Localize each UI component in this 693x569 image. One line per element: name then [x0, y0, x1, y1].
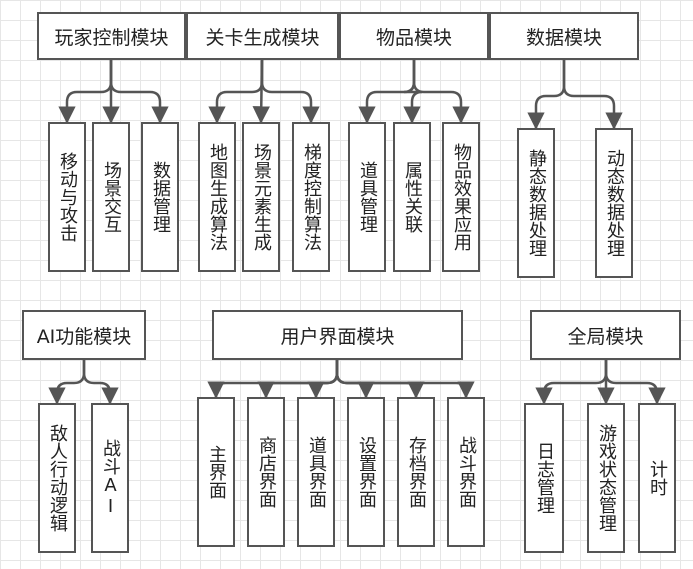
node-shop-screen: 商店界面 [247, 397, 285, 547]
node-main-screen: 主界面 [197, 397, 235, 547]
connector-arrow [562, 60, 623, 130]
connector-arrow [307, 360, 339, 399]
connector-arrow [109, 60, 169, 124]
connector-arrow [335, 360, 475, 399]
node-timer: 计时 [638, 403, 676, 553]
node-item-screen: 道具界面 [297, 397, 335, 547]
node-battle-ai: 战斗AI [91, 403, 129, 553]
node-map-generation: 地图生成算法 [198, 122, 236, 272]
node-item-management: 道具管理 [348, 122, 386, 272]
node-label: 静态数据处理 [526, 149, 547, 257]
node-gradient-control: 梯度控制算法 [292, 122, 330, 272]
node-label: 日志管理 [534, 442, 555, 514]
connector-arrow [335, 360, 375, 399]
node-settings-screen: 设置界面 [347, 397, 385, 547]
connector-arrow [48, 360, 86, 405]
connector-arrow [82, 360, 119, 405]
node-label: 主界面 [206, 445, 227, 499]
node-label: 道具管理 [357, 161, 378, 233]
node-label: 移动与攻击 [57, 152, 78, 242]
connector-arrow [58, 60, 113, 124]
module-label: 物品模块 [375, 26, 452, 49]
connector-arrow [335, 360, 425, 399]
node-label: 设置界面 [356, 436, 377, 508]
node-scene-interaction: 场景交互 [92, 122, 130, 272]
node-attribute-link: 属性关联 [393, 122, 431, 272]
module-data: 数据模块 [489, 12, 639, 60]
node-item-effect: 物品效果应用 [442, 122, 480, 272]
node-dynamic-data: 动态数据处理 [595, 128, 633, 278]
module-label: 用户界面模块 [280, 325, 395, 348]
connector-arrow [604, 360, 666, 405]
node-label: 游戏状态管理 [596, 424, 617, 532]
module-user-interface: 用户界面模块 [212, 310, 463, 360]
node-data-management: 数据管理 [141, 122, 179, 272]
module-items: 物品模块 [339, 12, 489, 60]
connector-arrow [412, 60, 470, 124]
module-label: 玩家控制模块 [54, 26, 169, 49]
node-label: 属性关联 [402, 161, 423, 233]
connector-arrow [257, 360, 339, 399]
connector-arrow [208, 60, 264, 124]
module-global: 全局模块 [530, 310, 681, 360]
connector-arrow [207, 360, 339, 399]
module-level-generation: 关卡生成模块 [186, 12, 339, 60]
node-label: 战斗AI [100, 439, 121, 517]
node-move-attack: 移动与攻击 [48, 122, 86, 272]
node-label: 梯度控制算法 [301, 143, 322, 251]
module-label: 关卡生成模块 [205, 26, 320, 49]
node-label: 商店界面 [256, 436, 277, 508]
module-label: 全局模块 [567, 325, 644, 348]
node-battle-screen: 战斗界面 [447, 397, 485, 547]
node-label: 计时 [647, 460, 668, 496]
node-label: 敌人行动逻辑 [47, 424, 68, 532]
node-label: 数据管理 [150, 161, 171, 233]
module-label: AI功能模块 [36, 325, 132, 348]
module-player-control: 玩家控制模块 [37, 12, 186, 60]
connector-arrow [527, 60, 566, 130]
node-label: 动态数据处理 [604, 149, 625, 257]
node-label: 物品效果应用 [451, 143, 472, 251]
module-ai: AI功能模块 [22, 310, 146, 360]
node-log-management: 日志管理 [524, 403, 564, 553]
module-label: 数据模块 [525, 26, 602, 49]
node-label: 场景交互 [101, 161, 122, 233]
node-game-state-management: 游戏状态管理 [587, 403, 625, 553]
node-save-screen: 存档界面 [397, 397, 435, 547]
node-label: 地图生成算法 [207, 143, 228, 251]
node-enemy-logic: 敌人行动逻辑 [38, 403, 76, 553]
node-label: 存档界面 [406, 436, 427, 508]
node-scene-element-generation: 场景元素生成 [242, 122, 280, 272]
node-static-data: 静态数据处理 [517, 128, 555, 278]
node-label: 场景元素生成 [251, 143, 272, 251]
node-label: 战斗界面 [456, 436, 477, 508]
node-label: 道具界面 [306, 436, 327, 508]
connector-arrow [535, 360, 608, 405]
connector-arrow [260, 60, 320, 124]
